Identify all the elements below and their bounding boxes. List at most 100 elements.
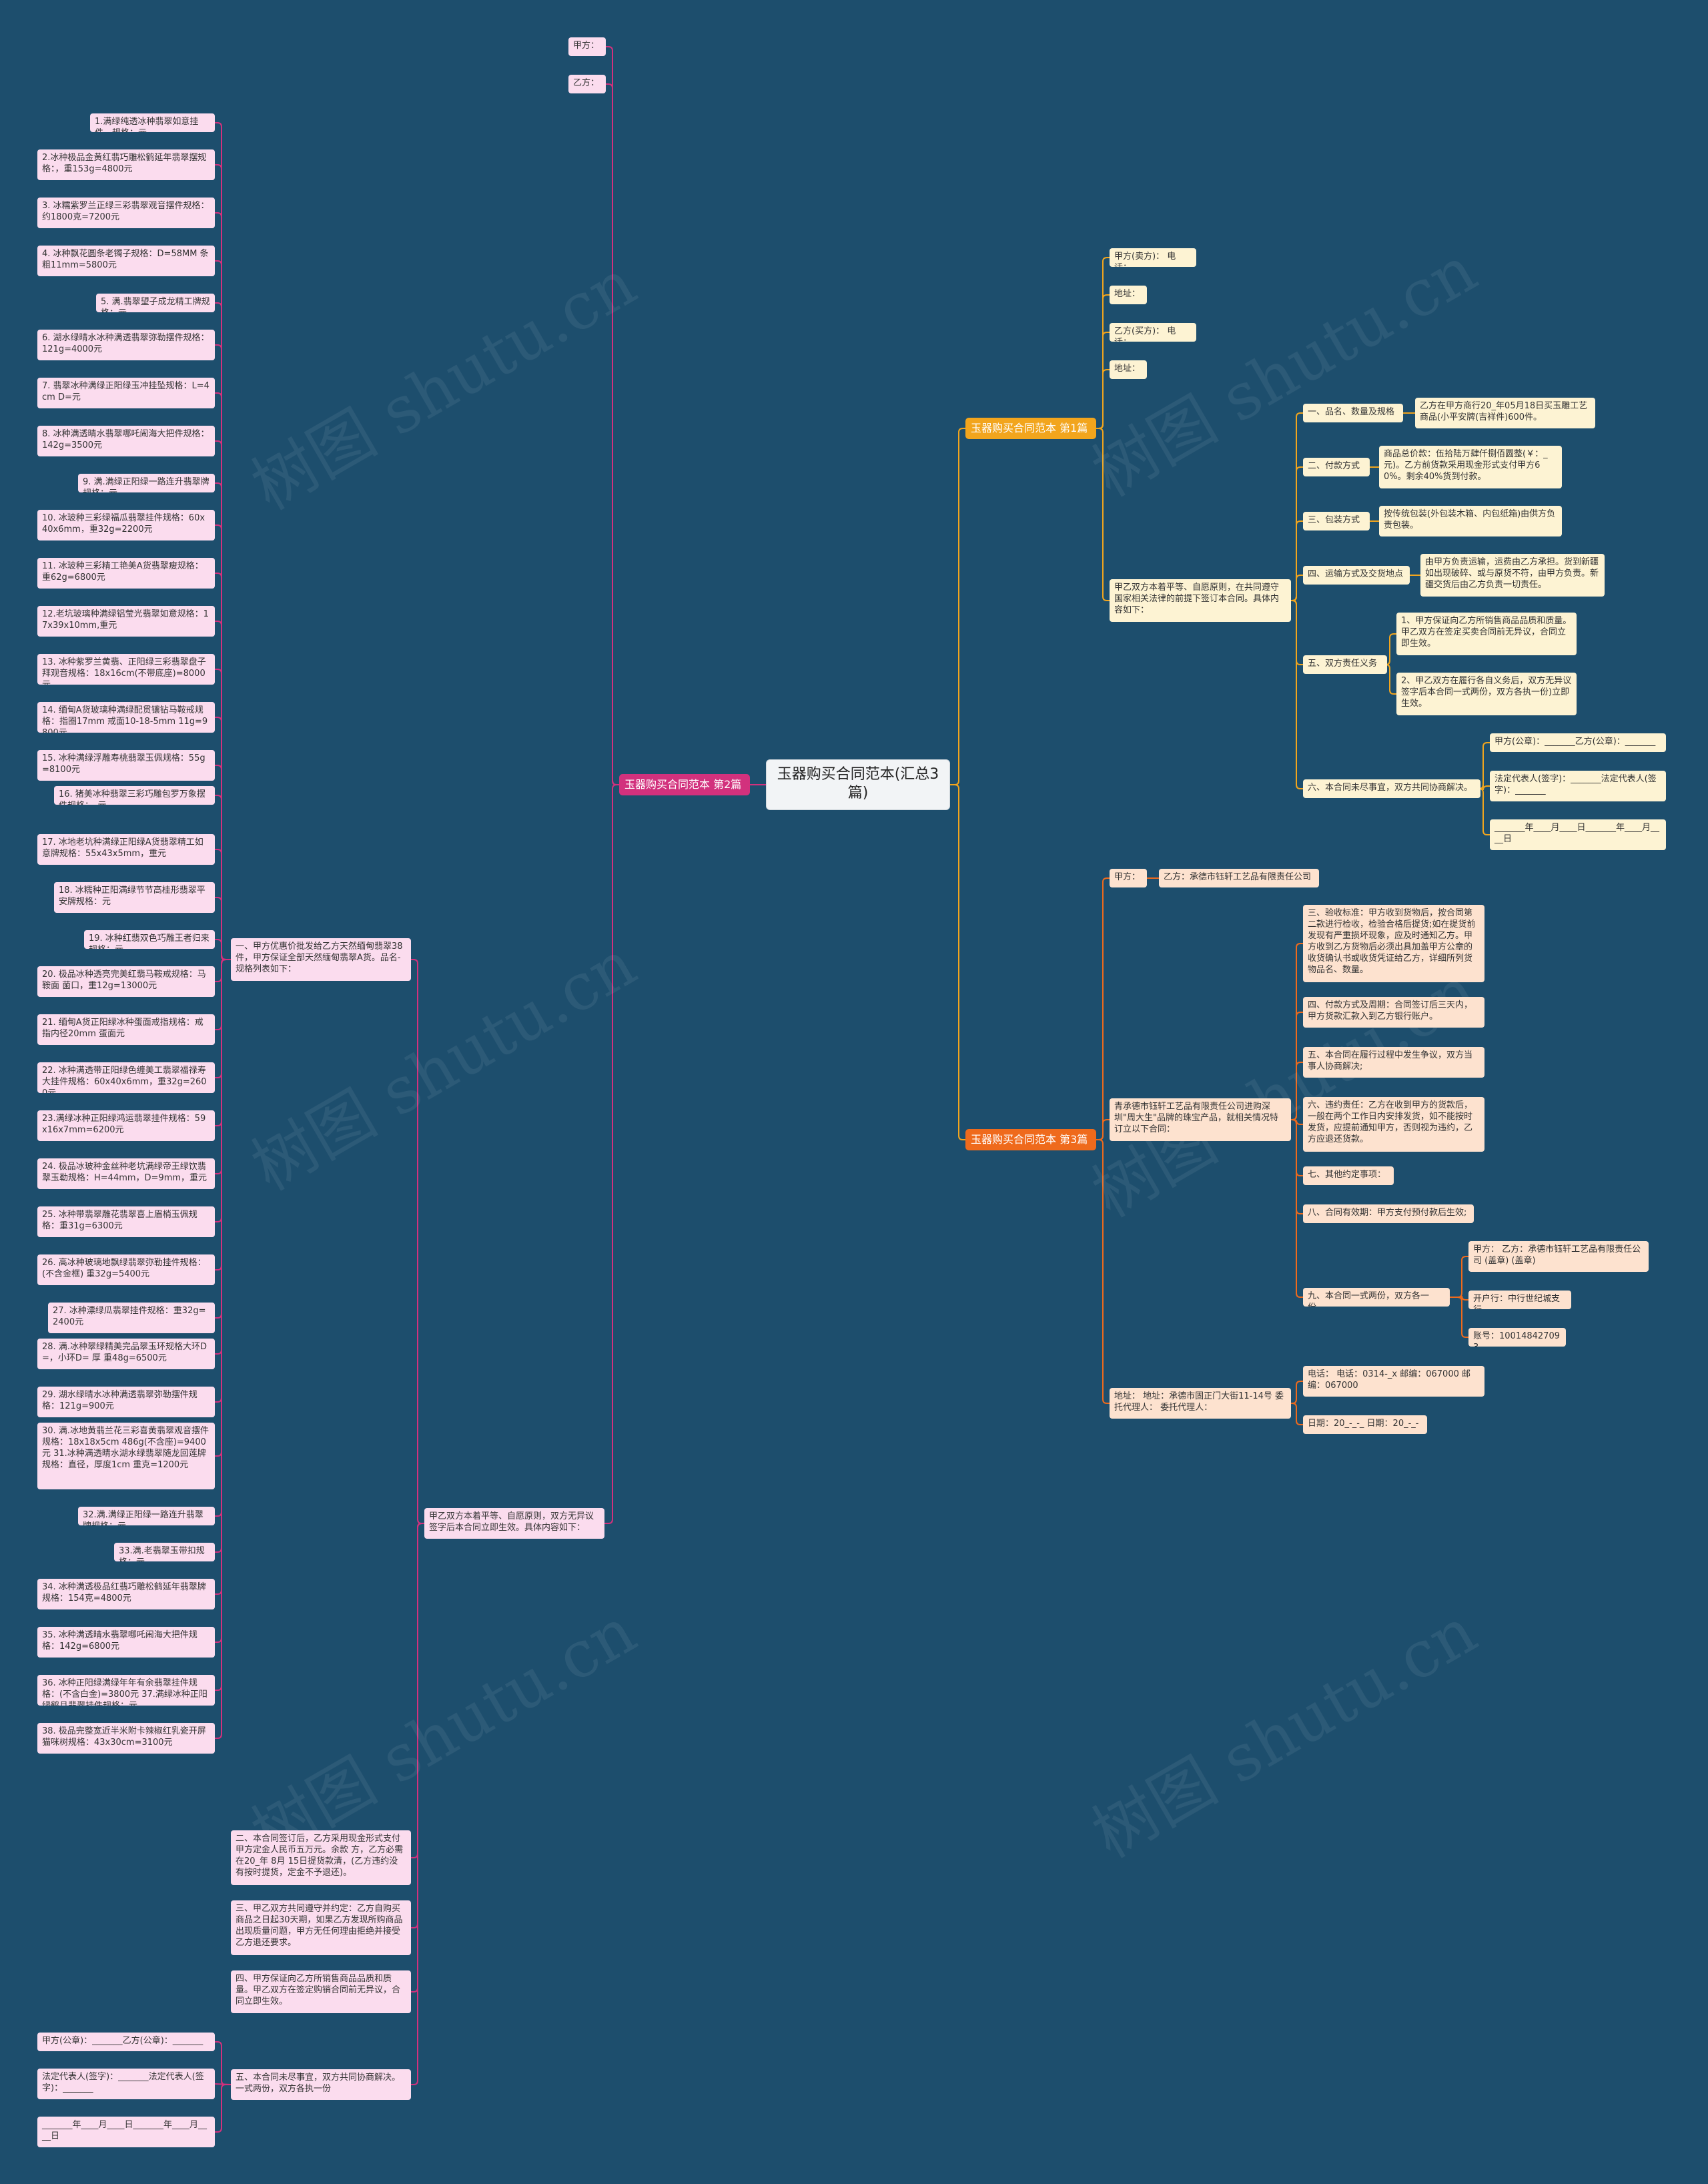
b3-address[interactable]: 地址： 地址：承德市固正门大街11-14号 委托代理人： 委托代理人： — [1110, 1388, 1291, 1419]
connector — [411, 959, 424, 1524]
b3-clause-5[interactable]: 五、本合同在履行过程中发生争议，双方当事人协商解决; — [1303, 1047, 1484, 1078]
b1-clause-5[interactable]: 五、双方责任义务 — [1303, 655, 1387, 674]
b2-item[interactable]: 27. 冰种漂绿瓜翡翠挂件规格：重32g=2400元 — [48, 1303, 215, 1333]
b3-clause-9-parties[interactable]: 甲方： 乙方：承德市钰轩工艺品有限责任公司 (盖章) (盖章) — [1468, 1241, 1649, 1272]
b3-intro[interactable]: 青承德市钰轩工艺品有限责任公司进购深圳"周大生"品牌的珠宝产品，就相关情况特订立… — [1110, 1098, 1291, 1141]
b1-address-2[interactable]: 地址： — [1110, 360, 1147, 379]
b2-item[interactable]: 5. 满.翡翠望子成龙精工牌规格：元 — [96, 294, 215, 312]
b2-item[interactable]: 4. 冰种飘花圆条老镯子规格：D=58MM 条粗11mm=5800元 — [37, 246, 215, 276]
connector — [950, 784, 965, 1140]
b2-clause-1[interactable]: 一、甲方优惠价批发给乙方天然缅甸翡翠38件，甲方保证全部天然缅甸翡翠A货。品名-… — [231, 938, 411, 981]
b1-sign-date[interactable]: _______年____月____日_______年____月____日 — [1490, 819, 1666, 850]
connector — [215, 2084, 231, 2133]
b2-item[interactable]: 7. 翡翠冰种满绿正阳绿玉冲挂坠规格：L=4cm D=元 — [37, 378, 215, 408]
b1-clause-3-detail[interactable]: 按传统包装(外包装木箱、内包纸箱)由供方负责包装。 — [1379, 506, 1562, 536]
b2-item[interactable]: 22. 冰种满透带正阳绿色缠美工翡翠福禄寿大挂件规格：60x40x6mm，重32… — [37, 1062, 215, 1093]
b2-clause-3[interactable]: 三、甲乙双方共同遵守并约定：乙方自购买商品之日起30天期，如果乙方发现所购商品出… — [231, 1900, 411, 1955]
b2-item[interactable]: 9. 满.满绿正阳绿一路连升翡翠牌规格：元 — [78, 474, 215, 492]
b2-item[interactable]: 12.老坑玻璃种满绿铝莹光翡翠如意规格：17x39x10mm,重元 — [37, 606, 215, 637]
b2-item[interactable]: 28. 满.冰种翠绿精美完品翠玉环规格大环D=，小环D= 厚 重48g=6500… — [37, 1339, 215, 1369]
b2-item[interactable]: 23.满绿冰种正阳绿鸿运翡翠挂件规格：59x16x7mm=6200元 — [37, 1110, 215, 1141]
b2-item[interactable]: 18. 冰糯种正阳满绿节节高桂形翡翠平安牌规格：元 — [54, 882, 215, 913]
b2-item[interactable]: 35. 冰种满透晴水翡翠哪吒闹海大把件规格：142g=6800元 — [37, 1627, 215, 1658]
b1-sign-seal[interactable]: 甲方(公章)：_______乙方(公章)：_______ — [1490, 733, 1666, 752]
b3-clause-9[interactable]: 九、本合同一式两份，双方各一份。 — [1303, 1288, 1450, 1307]
b2-sign-date[interactable]: _______年____月____日_______年____月____日 — [37, 2117, 215, 2147]
b1-clause-2-detail[interactable]: 商品总价款：伍拾陆万肆仟捌佰圆整(￥：_元)。乙方前货款采用现金形式支付甲方60… — [1379, 446, 1562, 488]
b2-party-b[interactable]: 乙方： — [568, 75, 606, 93]
b1-clause-6[interactable]: 六、本合同未尽事宜，双方共同协商解决。 — [1303, 779, 1480, 798]
b2-item[interactable]: 26. 高冰种玻璃地飘绿翡翠弥勒挂件规格：(不含金框) 重32g=5400元 — [37, 1254, 215, 1285]
b1-clause-1-detail[interactable]: 乙方在甲方商行20_年05月18日买玉雕工艺商品(小平安牌(吉祥件)600件。 — [1415, 398, 1595, 428]
b2-item[interactable]: 19. 冰种红翡双色巧雕王者归来规格：元 — [84, 930, 215, 949]
b2-clause-2[interactable]: 二、本合同签订后，乙方采用现金形式支付甲方定金人民币五万元。余款 方，乙方必需在… — [231, 1830, 411, 1885]
connector — [215, 849, 231, 960]
b1-clause-5-item-2[interactable]: 2、甲乙双方在履行各自义务后，双方无异议签字后本合同一式两份，双方各执一份)立即… — [1396, 673, 1577, 715]
connector — [215, 392, 231, 960]
connector — [1291, 1119, 1303, 1298]
b2-item[interactable]: 11. 冰玻种三彩精工艳美A货翡翠瘦规格：重62g=6800元 — [37, 558, 215, 589]
connector — [1385, 664, 1396, 695]
b3-clause-6[interactable]: 六、违约责任：乙方在收到甲方的货款后，一般在两个工作日内安排发货，如不能按时发货… — [1303, 1097, 1484, 1152]
b2-item[interactable]: 36. 冰种正阳绿满绿年年有余翡翠挂件规格：(不含白金)=3800元 37.满绿… — [37, 1675, 215, 1706]
b2-item[interactable]: 15. 冰种满绿浮雕寿桃翡翠玉佩规格：55g=8100元 — [37, 750, 215, 781]
b2-item[interactable]: 33.满.老翡翠玉带扣规格：元 — [114, 1543, 215, 1561]
b3-clause-9-account[interactable]: 账号：100148427093 — [1468, 1328, 1566, 1347]
b2-sign-rep[interactable]: 法定代表人(签字)：_______法定代表人(签字)：_______ — [37, 2069, 215, 2099]
b2-item[interactable]: 21. 缅甸A货正阳绿冰种蛋面戒指规格：戒指内径20mm 蛋面元 — [37, 1014, 215, 1045]
b1-clause-2[interactable]: 二、付款方式 — [1303, 458, 1370, 476]
b2-item[interactable]: 13. 冰种紫罗兰黄翡、正阳绿三彩翡翠盘子拜观音规格：18x16cm(不带底座)… — [37, 654, 215, 685]
b2-item[interactable]: 16. 猪美冰种翡翠三彩巧雕包罗万象摆件规格：_元 — [54, 786, 215, 805]
b2-sign-seal[interactable]: 甲方(公章)：_______乙方(公章)：_______ — [37, 2033, 215, 2051]
b1-clause-5-item-1[interactable]: 1、甲方保证向乙方所销售商品品质和质量。甲乙双方在签定买卖合同前无异议，合同立即… — [1396, 613, 1577, 655]
b2-item[interactable]: 3. 冰糯紫罗兰正绿三彩翡翠观音摆件规格：约1800克=7200元 — [37, 198, 215, 228]
b1-buyer[interactable]: 乙方(买方)： 电话： — [1110, 323, 1196, 342]
b2-item[interactable]: 20. 极品冰种透亮完美红翡马鞍戒规格：马鞍面 菌口，重12g=13000元 — [37, 966, 215, 997]
b3-clause-8[interactable]: 八、合同有效期：甲方支付预付款后生效; — [1303, 1204, 1474, 1223]
b2-item[interactable]: 6. 湖水绿晴水冰种满透翡翠弥勒摆件规格：121g=4000元 — [37, 330, 215, 360]
connector — [215, 959, 231, 1739]
branch-3-title[interactable]: 玉器购买合同范本 第3篇 — [965, 1129, 1096, 1150]
b1-address-1[interactable]: 地址： — [1110, 286, 1147, 304]
b2-item[interactable]: 34. 冰种满透极品红翡巧雕松鹤延年翡翠牌规格：154克=4800元 — [37, 1579, 215, 1609]
b2-item[interactable]: 8. 冰种满透晴水翡翠哪吒闹海大把件规格：142g=3500元 — [37, 426, 215, 456]
b1-clause-3[interactable]: 三、包装方式 — [1303, 512, 1370, 530]
b3-party-b[interactable]: 乙方：承德市钰轩工艺品有限责任公司 — [1159, 869, 1319, 887]
b2-intro[interactable]: 甲乙双方本着平等、自愿原则，双方无异议签字后本合同立即生效。具体内容如下： — [424, 1508, 604, 1539]
b2-item[interactable]: 10. 冰玻种三彩绿福瓜翡翠挂件规格：60x40x6mm，重32g=2200元 — [37, 510, 215, 540]
connector — [950, 428, 965, 785]
connector — [215, 959, 231, 1126]
b2-item[interactable]: 14. 缅甸A货玻璃种满绿配贯镶钻马鞍戒规格：指圈17mm 戒面10-18-5m… — [37, 702, 215, 733]
branch-1-title[interactable]: 玉器购买合同范本 第1篇 — [965, 418, 1096, 439]
b1-seller[interactable]: 甲方(卖方)： 电话： — [1110, 248, 1196, 267]
b2-clause-4[interactable]: 四、甲方保证向乙方所销售商品品质和质量。甲乙双方在签定购销合同前无异议，合同立即… — [231, 1970, 411, 2013]
b1-clause-4-detail[interactable]: 由甲方负责运输，运费由乙方承担。货到新疆如出现破碎、或与原货不符，由甲方负责。新… — [1420, 554, 1605, 597]
root-topic[interactable]: 玉器购买合同范本(汇总3篇) — [766, 759, 950, 810]
b3-clause-4[interactable]: 四、付款方式及周期：合同签订后三天内，甲方货款汇款入到乙方银行账户。 — [1303, 997, 1484, 1028]
branch-2-title[interactable]: 玉器购买合同范本 第2篇 — [619, 774, 750, 795]
b2-clause-5[interactable]: 五、本合同未尽事宜，双方共同协商解决。一式两份，双方各执一份 — [231, 2069, 411, 2100]
b2-item[interactable]: 24. 极品冰玻种金丝种老坑满绿帝王绿饮翡翠玉勒规格：H=44mm，D=9mm，… — [37, 1158, 215, 1189]
b3-clause-9-bank[interactable]: 开户行：中行世纪城支行 — [1468, 1291, 1571, 1309]
connector — [215, 959, 231, 1078]
b1-clause-4[interactable]: 四、运输方式及交货地点 — [1303, 566, 1410, 585]
b2-item[interactable]: 38. 极品完整宽近半米附卡辣椒红乳瓷开屏猫咪树规格：43x30cm=3100元 — [37, 1723, 215, 1754]
b2-item[interactable]: 1.满绿纯透冰种翡翠如意挂件、规格：元 — [90, 113, 215, 132]
b2-item[interactable]: 25. 冰种带翡翠雕花翡翠喜上眉梢玉佩规格：重31g=6300元 — [37, 1206, 215, 1237]
b2-item[interactable]: 30. 满.冰地黄翡兰花三彩喜黄翡翠观音摆件规格：18x18x5cm 486g(… — [37, 1423, 215, 1489]
b2-item[interactable]: 29. 湖水绿晴水冰种满透翡翠弥勒摆件规格：121g=900元 — [37, 1387, 215, 1417]
b1-clause-1[interactable]: 一、品名、数量及规格 — [1303, 404, 1403, 422]
b2-party-a[interactable]: 甲方： — [568, 37, 606, 56]
b3-clause-3[interactable]: 三、验收标准：甲方收到货物后，按合同第二款进行检收，检验合格后提货;如在提货前发… — [1303, 905, 1484, 982]
connector — [1096, 1119, 1110, 1140]
b2-item[interactable]: 2.冰种极品金黄红翡巧雕松鹤延年翡翠摆规格：，重153g=4800元 — [37, 149, 215, 180]
b2-item[interactable]: 17. 冰地老坑种满绿正阳绿A货翡翠精工如意牌规格：55x43x5mm，重元 — [37, 834, 215, 865]
b3-phone[interactable]: 电话： 电话：0314-_x 邮编：067000 邮编：067000 — [1303, 1366, 1484, 1397]
b1-intro[interactable]: 甲乙双方本着平等、自愿原则，在共同遵守国家相关法律的前提下签订本合同。具体内容如… — [1110, 579, 1291, 622]
b2-item[interactable]: 32.满.满绿正阳绿一路连升翡翠牌规格：元 — [78, 1507, 215, 1525]
b3-clause-7[interactable]: 七、其他约定事项： — [1303, 1166, 1394, 1185]
b3-party-a[interactable]: 甲方： — [1110, 869, 1147, 887]
b1-sign-rep[interactable]: 法定代表人(签字)：_______法定代表人(签字)：_______ — [1490, 771, 1666, 801]
b3-date[interactable]: 日期：20_-_-_ 日期：20_-_-_ — [1303, 1415, 1427, 1434]
